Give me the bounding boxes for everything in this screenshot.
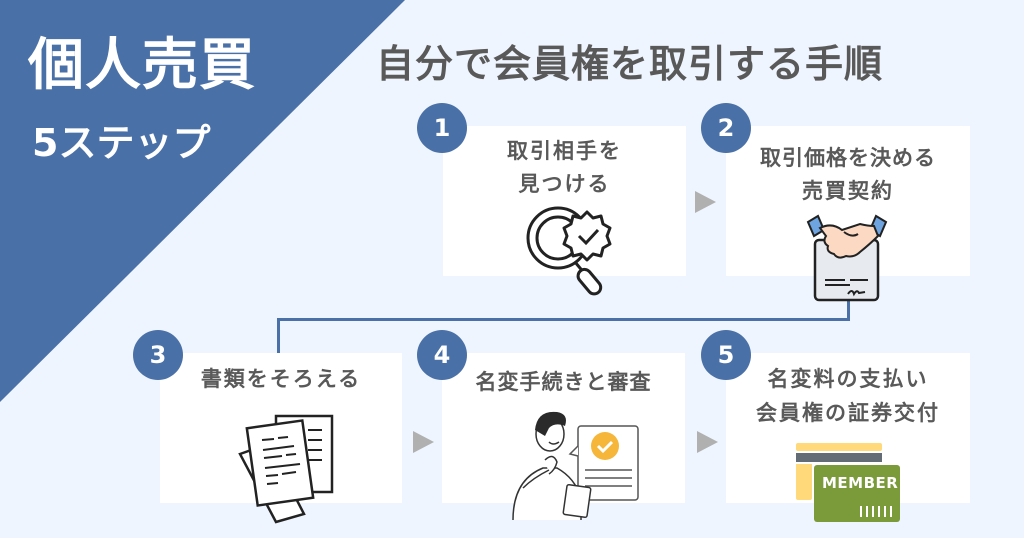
step-card-1: 取引相手を 見つける [443, 126, 686, 276]
flow-arrow [697, 431, 718, 453]
card-stripe-top [796, 443, 882, 451]
step-label: 取引価格を決める [760, 146, 936, 170]
member-card: MEMBER [814, 465, 900, 522]
magnifier-check-icon [526, 206, 612, 296]
member-card-barcode [860, 506, 894, 517]
step-label: 書類をそろえる [200, 367, 362, 391]
page-heading: 自分で会員権を取引する手順 [376, 42, 884, 86]
step-label: 取引相手を [507, 139, 622, 163]
step-badge-5: 5 [701, 330, 751, 380]
banner-subtitle: 5ステップ [32, 121, 211, 165]
handshake-contract-icon [806, 214, 888, 302]
step-badge-2: 2 [701, 103, 751, 153]
flow-connector-vertical-right [847, 298, 850, 320]
banner-title: 個人売買 [28, 33, 256, 98]
step-label: 会員権の証券交付 [756, 401, 940, 425]
flow-arrow [695, 191, 716, 213]
documents-icon [238, 414, 334, 524]
step-card-2: 取引価格を決める 売買契約 [726, 126, 970, 276]
flow-arrow [413, 431, 434, 453]
step-label: 見つける [518, 172, 611, 196]
card-stripe-dark [796, 453, 882, 462]
step-label: 名変料の支払い [767, 367, 929, 391]
step-label: 名変手続きと審査 [475, 370, 652, 394]
person-review-icon [512, 411, 639, 521]
step-badge-3: 3 [133, 330, 183, 380]
flow-connector-horizontal [277, 318, 850, 321]
card-stripe-side [796, 464, 812, 500]
step-label: 売買契約 [802, 179, 894, 203]
flow-connector-vertical-left [277, 318, 280, 356]
step-badge-1: 1 [417, 103, 467, 153]
step-badge-4: 4 [417, 330, 467, 380]
member-card-text: MEMBER [822, 474, 899, 492]
member-card-icon: MEMBER [796, 443, 906, 523]
